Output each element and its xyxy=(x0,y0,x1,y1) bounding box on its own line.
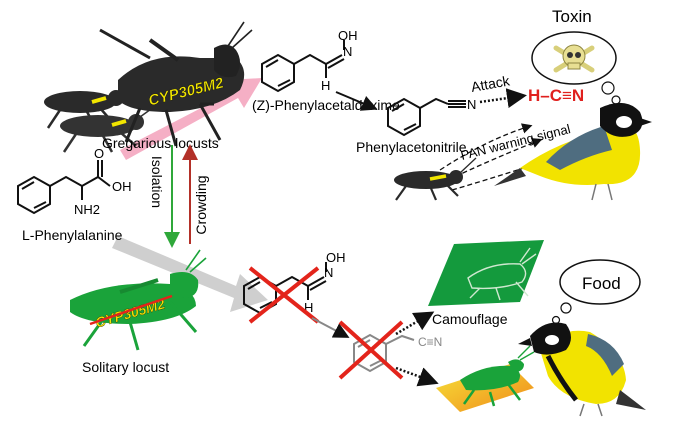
oxime-cross xyxy=(248,266,320,324)
camouflage-label: Camouflage xyxy=(432,311,508,327)
food-thought-bubble xyxy=(545,259,641,333)
camouflage-arrow xyxy=(395,311,435,336)
oxime-oh: OH xyxy=(338,28,358,43)
skull-crossbones-icon xyxy=(553,44,595,73)
nitrile-structure xyxy=(387,97,466,137)
oxime-n: N xyxy=(343,44,352,59)
gregarious-locusts-group: CYP305M2 xyxy=(44,21,253,153)
oxime-structure xyxy=(261,40,345,93)
ground-arrow xyxy=(395,366,439,387)
solitary-gene-cross xyxy=(89,294,173,326)
attack-arrow xyxy=(479,88,527,109)
bird-bottom xyxy=(518,322,646,417)
camouflage-panel xyxy=(428,240,544,306)
hcn-label: H–C≡N xyxy=(528,86,584,105)
crowding-label: Crowding xyxy=(193,175,209,234)
gregarious-locusts-label: Gregarious locusts xyxy=(102,135,219,151)
isolation-label: Isolation xyxy=(149,156,165,208)
ground-locust xyxy=(436,345,535,412)
phenylalanine-oh: OH xyxy=(112,179,132,194)
nitrile2-label: C≡N xyxy=(418,335,442,349)
oxime-to-nitrile-arrow xyxy=(335,91,378,111)
gregarious-locust-front: CYP305M2 xyxy=(99,21,253,147)
gregarious-locust-middle xyxy=(60,103,159,153)
phenylalanine-o: O xyxy=(94,146,104,161)
toxin-label: Toxin xyxy=(552,7,592,26)
solitary-locust: CYP305M2 xyxy=(70,249,207,351)
oxime-to-nitrile-arrow-blocked xyxy=(311,317,350,338)
attack-label: Attack xyxy=(470,72,512,95)
food-label: Food xyxy=(582,274,621,293)
oxime-label: (Z)-Phenylacetaldoxime xyxy=(252,97,400,113)
phenylalanine-structure xyxy=(17,160,111,215)
oxime2-n: N xyxy=(324,265,333,280)
phenylalanine-label: L-Phenylalanine xyxy=(22,227,123,243)
solitary-locust-label: Solitary locust xyxy=(82,359,169,375)
phenylalanine-nh2: NH2 xyxy=(74,202,100,217)
oxime2-oh: OH xyxy=(326,250,346,265)
nitrile-n: N xyxy=(467,97,476,112)
oxime-h: H xyxy=(321,78,330,93)
oxime2-h: H xyxy=(304,300,313,315)
nitrile-label: Phenylacetonitrile xyxy=(356,139,467,155)
nitrile-cross xyxy=(338,320,404,380)
bird-top xyxy=(494,102,652,201)
gregarious-locust-small xyxy=(394,157,477,201)
